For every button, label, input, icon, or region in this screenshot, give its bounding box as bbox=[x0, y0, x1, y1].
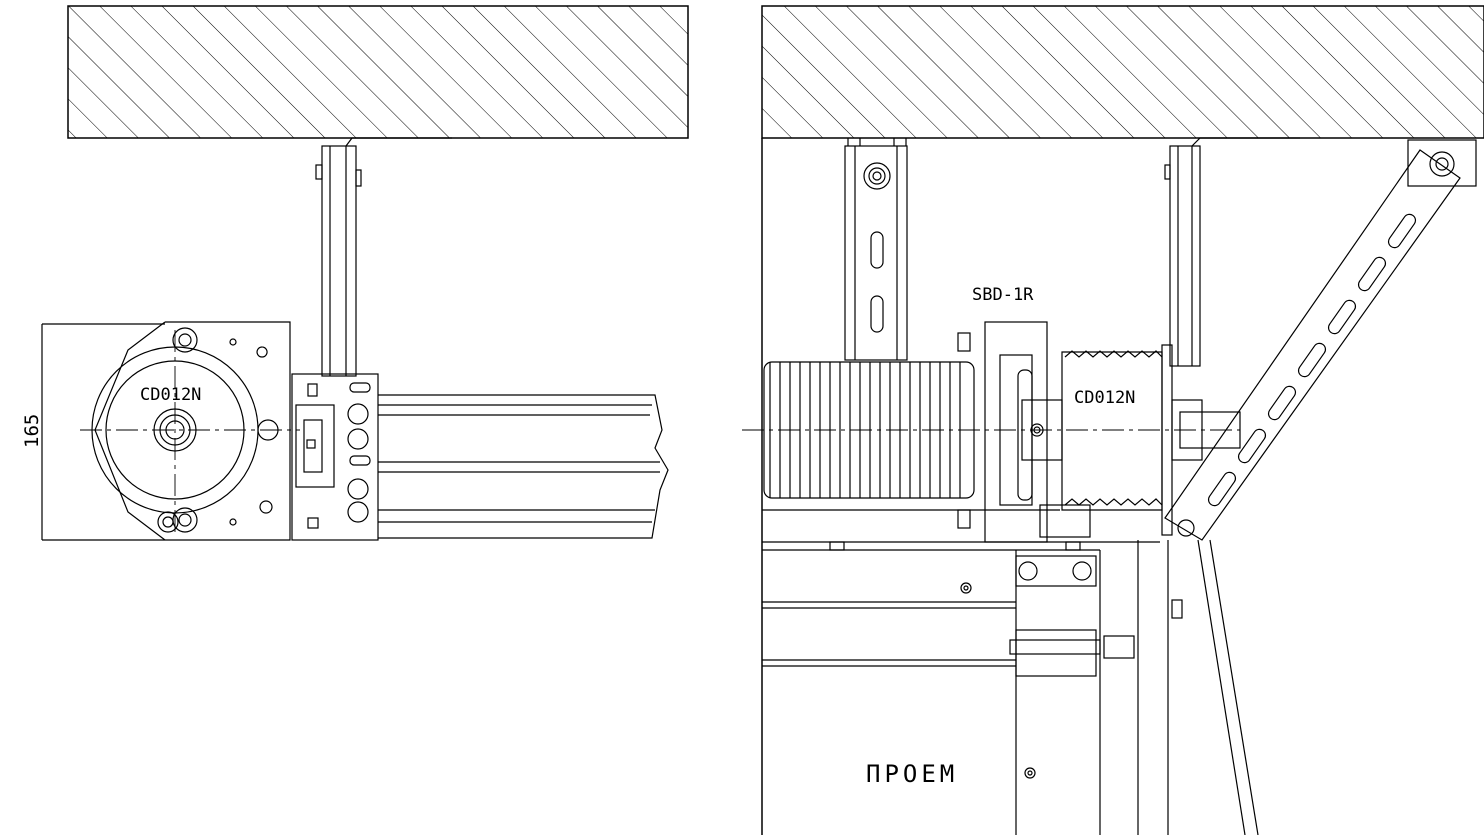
slotted-hanger bbox=[844, 138, 908, 361]
diagonal-strut bbox=[1164, 139, 1477, 541]
left-view bbox=[41, 5, 689, 541]
hanger-right bbox=[1164, 137, 1300, 367]
opening-label: ПРОЕМ bbox=[866, 760, 958, 788]
motor-body-left bbox=[91, 321, 291, 541]
bracket-model-label: SBD-1R bbox=[972, 285, 1034, 305]
bracket-plate-left bbox=[291, 373, 379, 541]
right-view bbox=[742, 5, 1484, 835]
strut-slot-2 bbox=[1357, 256, 1387, 292]
hanger-left bbox=[315, 137, 452, 377]
ceiling-slab-left bbox=[67, 5, 689, 139]
ceiling-slab-right bbox=[761, 5, 1484, 139]
strut-slot-6 bbox=[1237, 428, 1267, 464]
strut-slot-3 bbox=[1327, 299, 1357, 335]
dimension-label: 165 bbox=[21, 414, 43, 448]
door-guide bbox=[1137, 539, 1259, 835]
center-lines-left bbox=[80, 330, 300, 535]
dimension-165 bbox=[41, 323, 165, 541]
left-motor-label: CD012N bbox=[140, 385, 201, 405]
strut-slot-4 bbox=[1297, 342, 1327, 378]
drum-grooves bbox=[1064, 350, 1163, 358]
right-motor-label: CD012N bbox=[1074, 388, 1135, 408]
strut-slot-1 bbox=[1387, 213, 1417, 249]
strut-slot-5 bbox=[1267, 385, 1297, 421]
shaft-rail-left bbox=[378, 394, 669, 539]
motor-drum-right bbox=[1061, 344, 1241, 536]
door-panel bbox=[762, 504, 1160, 835]
strut-slot-7 bbox=[1207, 471, 1237, 507]
